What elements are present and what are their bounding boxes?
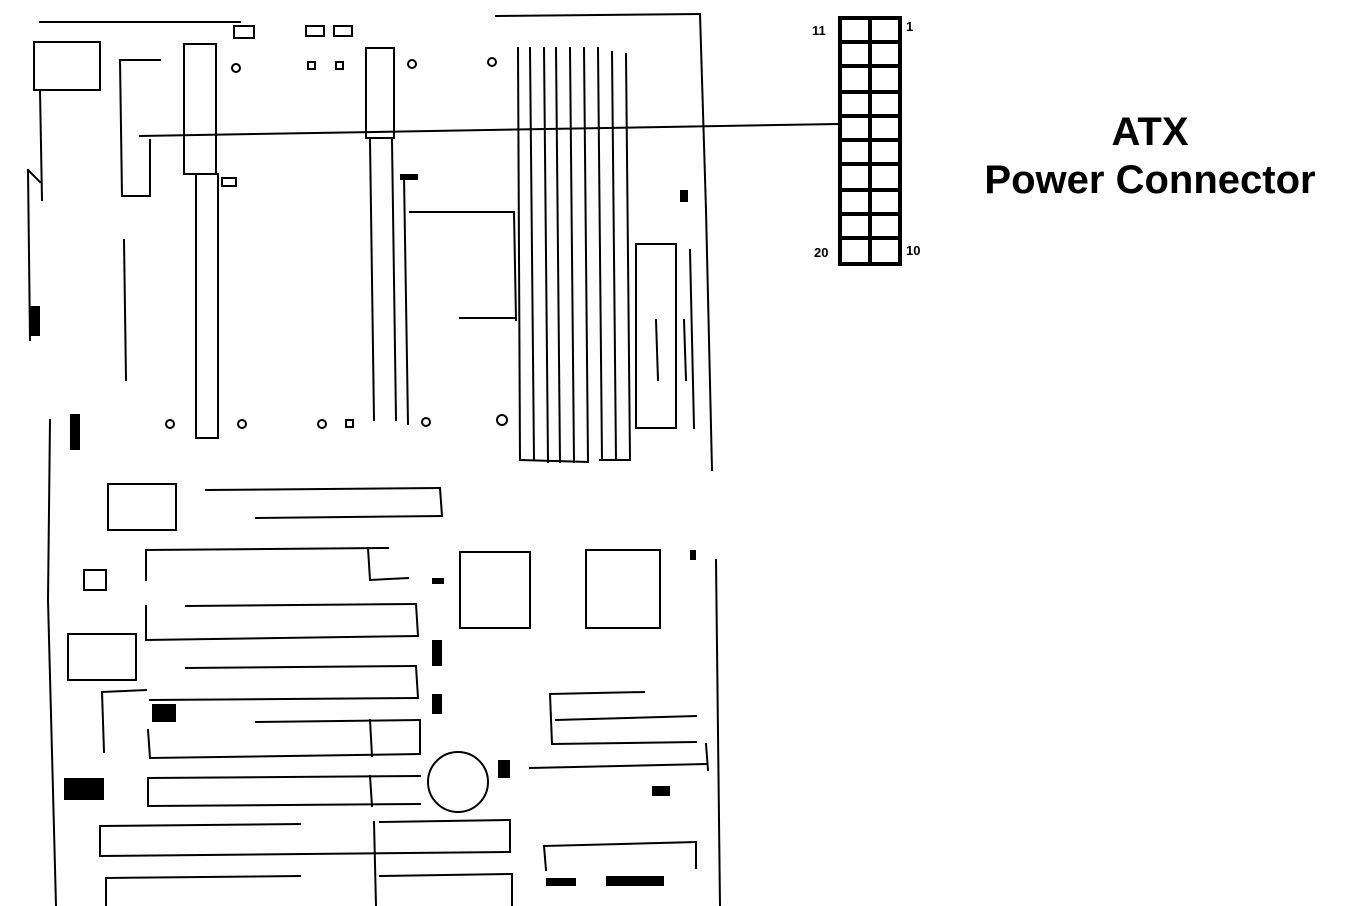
- pin-label-11: 11: [812, 23, 826, 38]
- connector-title-line1: ATX: [1111, 110, 1189, 154]
- connector-title: ATX Power Connector: [940, 108, 1358, 204]
- atx-power-connector: [838, 16, 902, 266]
- connector-title-line2: Power Connector: [984, 158, 1316, 202]
- pin-label-10: 10: [906, 243, 921, 258]
- pin-label-1: 1: [906, 19, 914, 34]
- board-small-parts: [30, 174, 696, 886]
- pin-label-20: 20: [814, 245, 829, 260]
- motherboard-outline: [26, 12, 840, 906]
